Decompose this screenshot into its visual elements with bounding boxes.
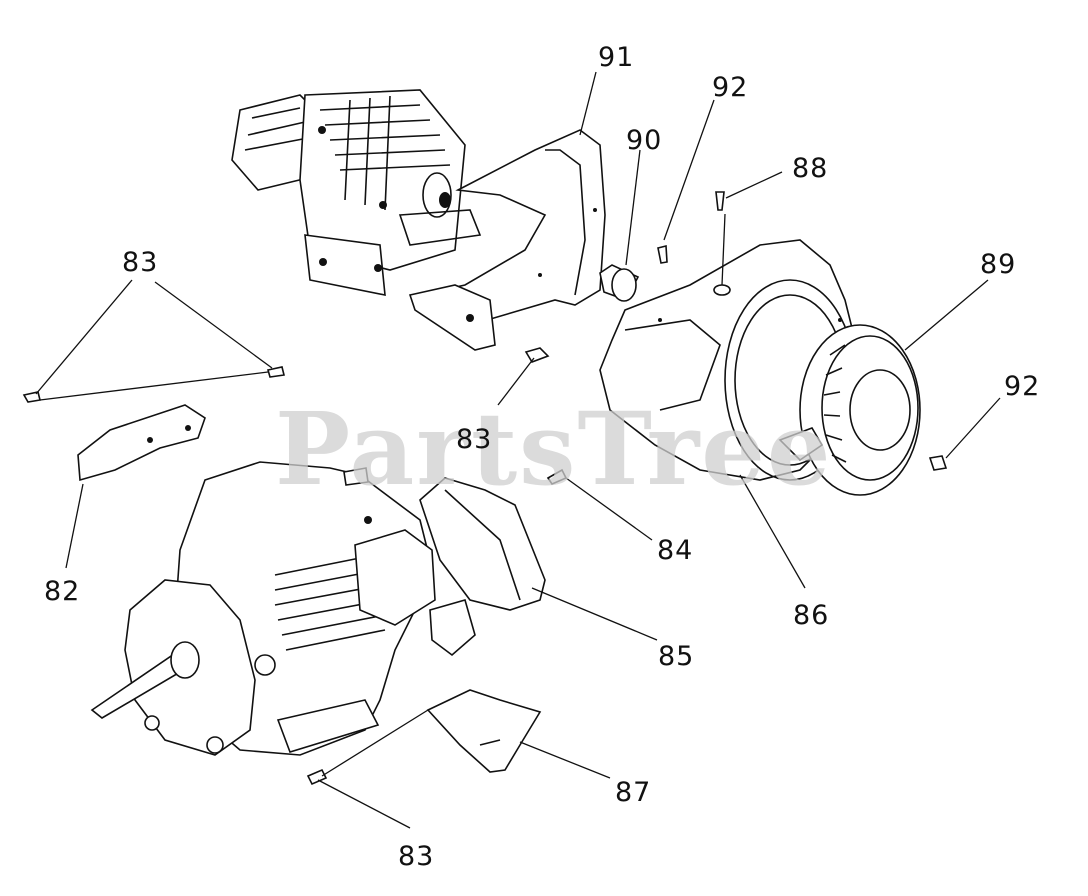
watermark: PartsTree (275, 390, 833, 508)
deflector-82 (77, 404, 206, 482)
callout-88: 88 (792, 153, 829, 184)
air-shroud-85 (419, 477, 546, 611)
screws (22, 191, 948, 786)
bushing-90 (599, 264, 640, 302)
callout-84: 84 (657, 535, 694, 566)
callout-91: 91 (598, 42, 635, 73)
rotating-screen-89 (778, 324, 921, 496)
callout-90: 90 (626, 125, 663, 156)
callout-92-right: 92 (1004, 371, 1041, 402)
baffle-87 (426, 689, 542, 773)
upper-engine-assembly (231, 89, 482, 296)
callout-83-left: 83 (122, 247, 159, 278)
callout-85: 85 (658, 641, 695, 672)
callout-89: 89 (980, 249, 1017, 280)
callout-83-bottom: 83 (398, 841, 435, 872)
callout-87: 87 (615, 777, 652, 808)
callout-82: 82 (44, 576, 81, 607)
leader-lines (35, 71, 1001, 829)
shroud-91 (408, 129, 606, 351)
callout-92-upper: 92 (712, 72, 749, 103)
callout-83-middle: 83 (456, 424, 493, 455)
lower-engine (90, 461, 476, 756)
callout-86: 86 (793, 600, 830, 631)
